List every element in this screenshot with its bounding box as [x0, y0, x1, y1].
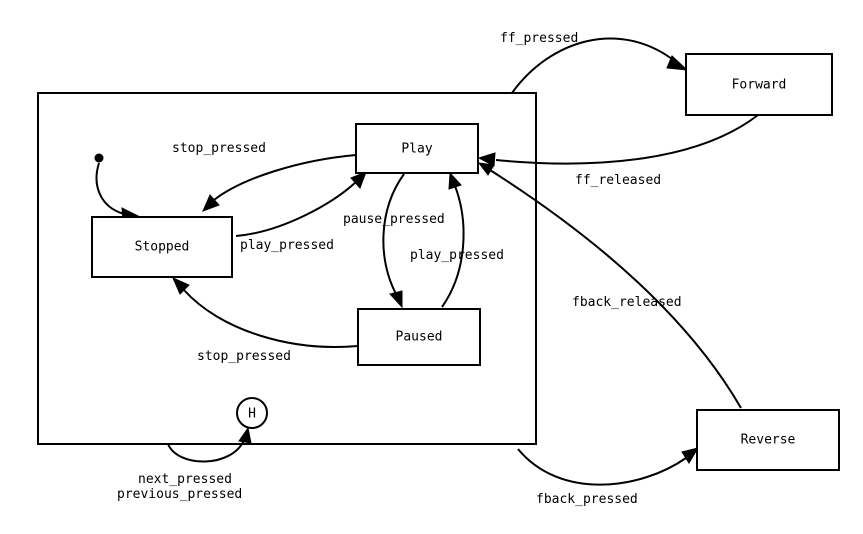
state-play-label: Play	[401, 142, 432, 157]
state-forward-box	[685, 53, 833, 116]
label-to-history-line2: previous_pressed	[117, 487, 242, 502]
state-paused-box	[357, 308, 481, 366]
edge-to-reverse	[517, 448, 687, 486]
initial-state-dot	[94, 153, 104, 163]
state-stopped-box	[91, 216, 233, 278]
label-reverse-to-play: fback_released	[572, 295, 682, 310]
arrowhead-stopped-to-play	[350, 171, 367, 189]
composite-state-container	[37, 92, 537, 445]
label-forward-to-play: ff_released	[575, 173, 661, 188]
edge-paused-to-play	[441, 185, 465, 308]
edge-paused-to-stopped	[183, 289, 359, 348]
arrowhead-play-to-paused	[389, 290, 403, 309]
edge-to-history	[167, 439, 245, 463]
label-play-to-stopped: stop_pressed	[172, 141, 266, 156]
edge-play-to-stopped	[213, 154, 357, 201]
state-reverse-label: Reverse	[741, 433, 796, 448]
edge-to-forward	[511, 37, 677, 94]
arrowhead-reverse-to-play	[477, 162, 495, 176]
edge-stopped-to-play	[235, 181, 357, 237]
label-to-forward: ff_pressed	[500, 31, 578, 46]
arrowhead-to-forward	[666, 55, 689, 71]
arrowhead-forward-to-play	[477, 152, 496, 167]
history-state-label: H	[248, 407, 256, 422]
state-paused-label: Paused	[396, 330, 443, 345]
history-state-circle	[236, 397, 268, 429]
label-play-to-paused: pause_pressed	[343, 212, 445, 227]
state-play-box	[355, 123, 479, 174]
label-paused-to-stopped: stop_pressed	[197, 349, 291, 364]
state-reverse-box	[696, 409, 840, 471]
label-paused-to-play: play_pressed	[410, 248, 504, 263]
edge-forward-to-play	[495, 114, 759, 165]
label-stopped-to-play: play_pressed	[240, 238, 334, 253]
arrowhead-paused-to-stopped	[172, 277, 190, 295]
edge-play-to-paused	[382, 173, 405, 295]
state-stopped-label: Stopped	[135, 240, 190, 255]
arrowhead-to-reverse	[681, 447, 700, 464]
label-to-reverse: fback_pressed	[536, 492, 638, 507]
label-to-history-line1: next_pressed	[138, 472, 232, 487]
state-forward-label: Forward	[732, 78, 787, 93]
arrowhead-play-to-stopped	[202, 194, 220, 212]
arrowhead-to-history	[238, 426, 252, 444]
edge-reverse-to-play	[489, 169, 742, 409]
arrowhead-paused-to-play	[448, 171, 462, 190]
edge-initial-to-stopped	[95, 162, 125, 215]
